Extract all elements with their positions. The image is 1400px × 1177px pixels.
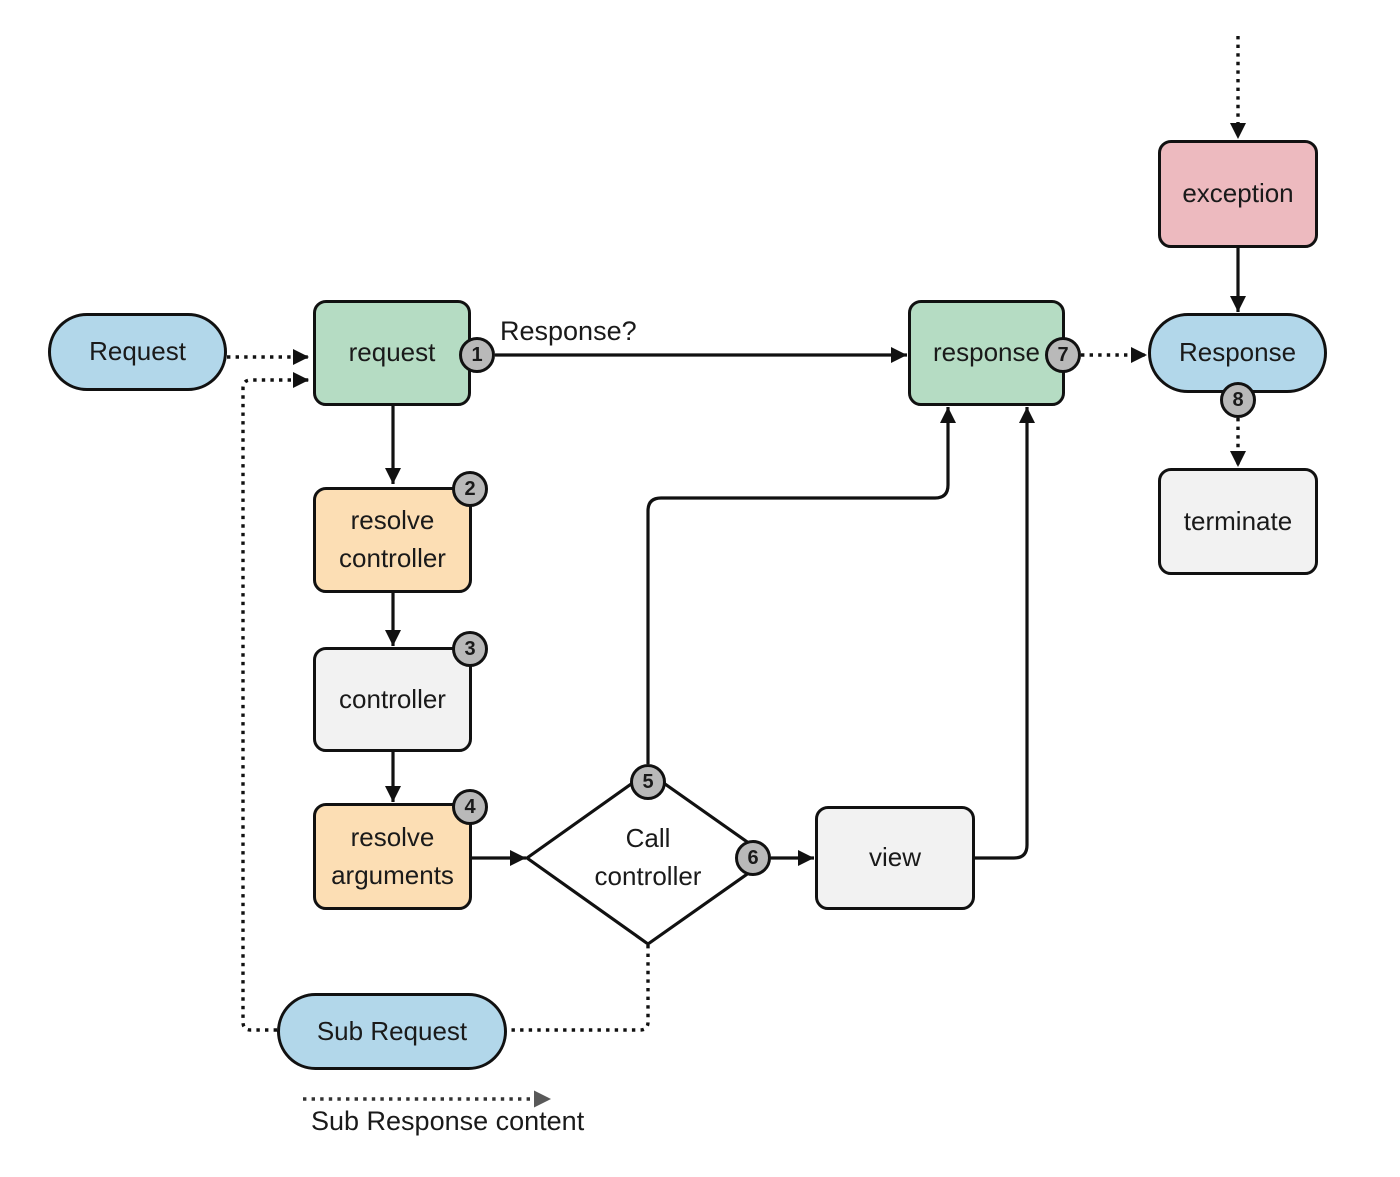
step-badge-3: 3 xyxy=(452,631,488,667)
edge-call-controller-to-response xyxy=(646,407,956,764)
step-badge-2: 2 xyxy=(452,471,488,507)
node-controller-label: controller xyxy=(339,683,446,714)
edge-label-response-question: Response? xyxy=(500,316,637,346)
node-exception: exception xyxy=(1158,140,1318,248)
node-resolve-arguments: resolve arguments xyxy=(313,803,472,910)
step-badge-4: 4 xyxy=(452,789,488,825)
node-request-start-label: Request xyxy=(89,336,186,367)
step-badge-6: 6 xyxy=(735,840,771,876)
call-controller-diamond xyxy=(525,770,772,946)
node-response-end-label: Response xyxy=(1178,337,1297,368)
node-resolve-controller: resolve controller xyxy=(313,487,472,593)
node-call-controller-label: Call controller xyxy=(594,823,702,891)
node-call-controller-label-wrap: Call controller xyxy=(578,820,718,896)
node-request-start: Request xyxy=(48,313,227,391)
node-resolve-controller-label: resolve controller xyxy=(339,505,446,573)
node-sub-request-label: Sub Request xyxy=(316,1015,468,1046)
step-badge-7: 7 xyxy=(1045,337,1081,373)
edge-sub-request-to-request xyxy=(241,372,309,1032)
node-exception-label: exception xyxy=(1182,178,1294,209)
edge-view-to-response xyxy=(975,407,1035,860)
edge-call-controller-to-sub-request xyxy=(508,945,650,1032)
step-badge-5: 5 xyxy=(630,764,666,800)
node-response-end: Response xyxy=(1148,313,1327,393)
step-badge-8: 8 xyxy=(1220,382,1256,418)
legend-label: Sub Response content xyxy=(311,1106,585,1136)
node-resolve-arguments-label: resolve arguments xyxy=(331,821,454,890)
node-kernel-response: response xyxy=(908,300,1065,406)
node-kernel-response-label: response xyxy=(933,337,1040,368)
node-terminate-label: terminate xyxy=(1183,505,1293,536)
node-sub-request: Sub Request xyxy=(277,993,507,1070)
node-controller: controller xyxy=(313,647,472,752)
node-kernel-request: request xyxy=(313,300,471,406)
node-view: view xyxy=(815,806,975,910)
step-badge-1: 1 xyxy=(459,337,495,373)
node-kernel-request-label: request xyxy=(348,337,436,368)
node-terminate: terminate xyxy=(1158,468,1318,575)
node-view-label: view xyxy=(868,842,921,873)
